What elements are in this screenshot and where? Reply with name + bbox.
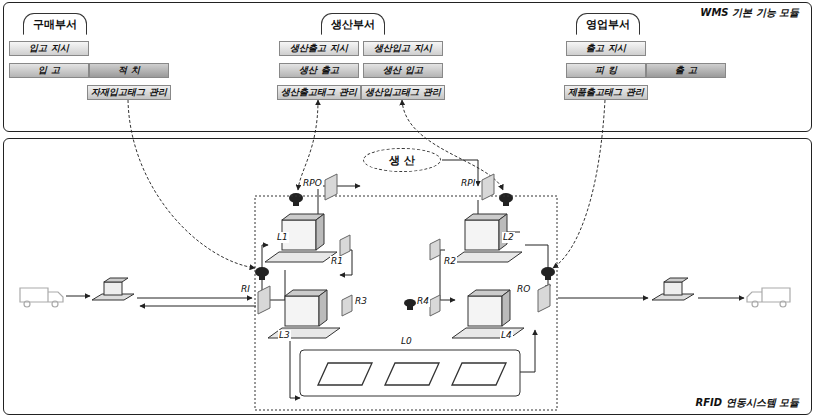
- box-label: 영업부서: [586, 17, 630, 32]
- location-label: L1: [276, 232, 289, 243]
- box-label: 생산입고 지시: [374, 42, 431, 55]
- module-title: WMS 기본 기능 모듈: [698, 6, 801, 20]
- box-label: 출 고: [675, 64, 696, 77]
- box-label: 생산 입고: [383, 64, 422, 77]
- process-box: 생산 출고: [279, 63, 359, 78]
- location-label: RO: [516, 284, 531, 295]
- box-label: 입 고: [38, 64, 59, 77]
- process-box: 생산출고태그 관리: [277, 85, 361, 100]
- forklifts: [92, 278, 694, 300]
- location-label: RI: [240, 284, 251, 295]
- process-box: 피 킹: [566, 63, 646, 78]
- process-box: 제품출고태그 관리: [564, 85, 648, 100]
- process-box: 출고 지시: [566, 41, 646, 56]
- box-label: 생산입고태그 관리: [365, 86, 440, 99]
- location-label: L2: [502, 232, 515, 243]
- box-label: 자재입고태그 관리: [91, 86, 166, 99]
- department-label: 생산부서: [321, 13, 385, 35]
- location-label: R3: [354, 296, 368, 307]
- process-box: 입 고: [9, 63, 89, 78]
- data-arrows: [128, 100, 605, 268]
- box-label: 출고 지시: [586, 42, 625, 55]
- box-label: 구매부서: [33, 17, 77, 32]
- module-panel: 구매부서입고 지시입 고 적 치자재입고태그 관리 생산부서생산출고 지시생산 출고…: [3, 2, 812, 132]
- process-oval: 생 산: [363, 148, 441, 172]
- box-label: 적 치: [118, 64, 139, 77]
- module-panel: 생 산 RFID 연동시스템 모듈: [3, 138, 812, 415]
- location-label: RPO: [302, 178, 323, 189]
- process-box: 생산입고 지시: [363, 41, 443, 56]
- process-box: 생산입고태그 관리: [361, 85, 445, 100]
- location-label: RPI: [460, 178, 476, 189]
- location-label: L0: [400, 336, 413, 347]
- process-box: 적 치: [89, 63, 169, 78]
- flow-arrows: [66, 160, 744, 398]
- box-label: 피 킹: [595, 64, 616, 77]
- module-title: RFID 연동시스템 모듈: [693, 396, 801, 410]
- box-label: 생산 출고: [299, 64, 338, 77]
- box-label: 입고 지시: [29, 42, 68, 55]
- location-label: R1: [330, 256, 344, 267]
- process-box: 생산출고 지시: [279, 41, 359, 56]
- warehouse-boundary: [255, 196, 557, 410]
- process-box: 입고 지시: [9, 41, 89, 56]
- location-label: L4: [500, 330, 513, 341]
- process-box: 출 고: [646, 63, 726, 78]
- location-label: R4: [416, 296, 430, 307]
- box-label: 생산부서: [331, 17, 375, 32]
- location-label: R2: [443, 256, 457, 267]
- box-label: 생 산: [389, 153, 415, 168]
- process-box: 생산 입고: [363, 63, 443, 78]
- box-label: 제품출고태그 관리: [568, 86, 643, 99]
- process-box: 자재입고태그 관리: [87, 85, 171, 100]
- department-label: 구매부서: [23, 13, 87, 35]
- location-label: L3: [278, 330, 291, 341]
- storage-zones: [265, 214, 524, 396]
- box-label: 생산출고 지시: [290, 42, 347, 55]
- box-label: 생산출고태그 관리: [281, 86, 356, 99]
- department-label: 영업부서: [576, 13, 640, 35]
